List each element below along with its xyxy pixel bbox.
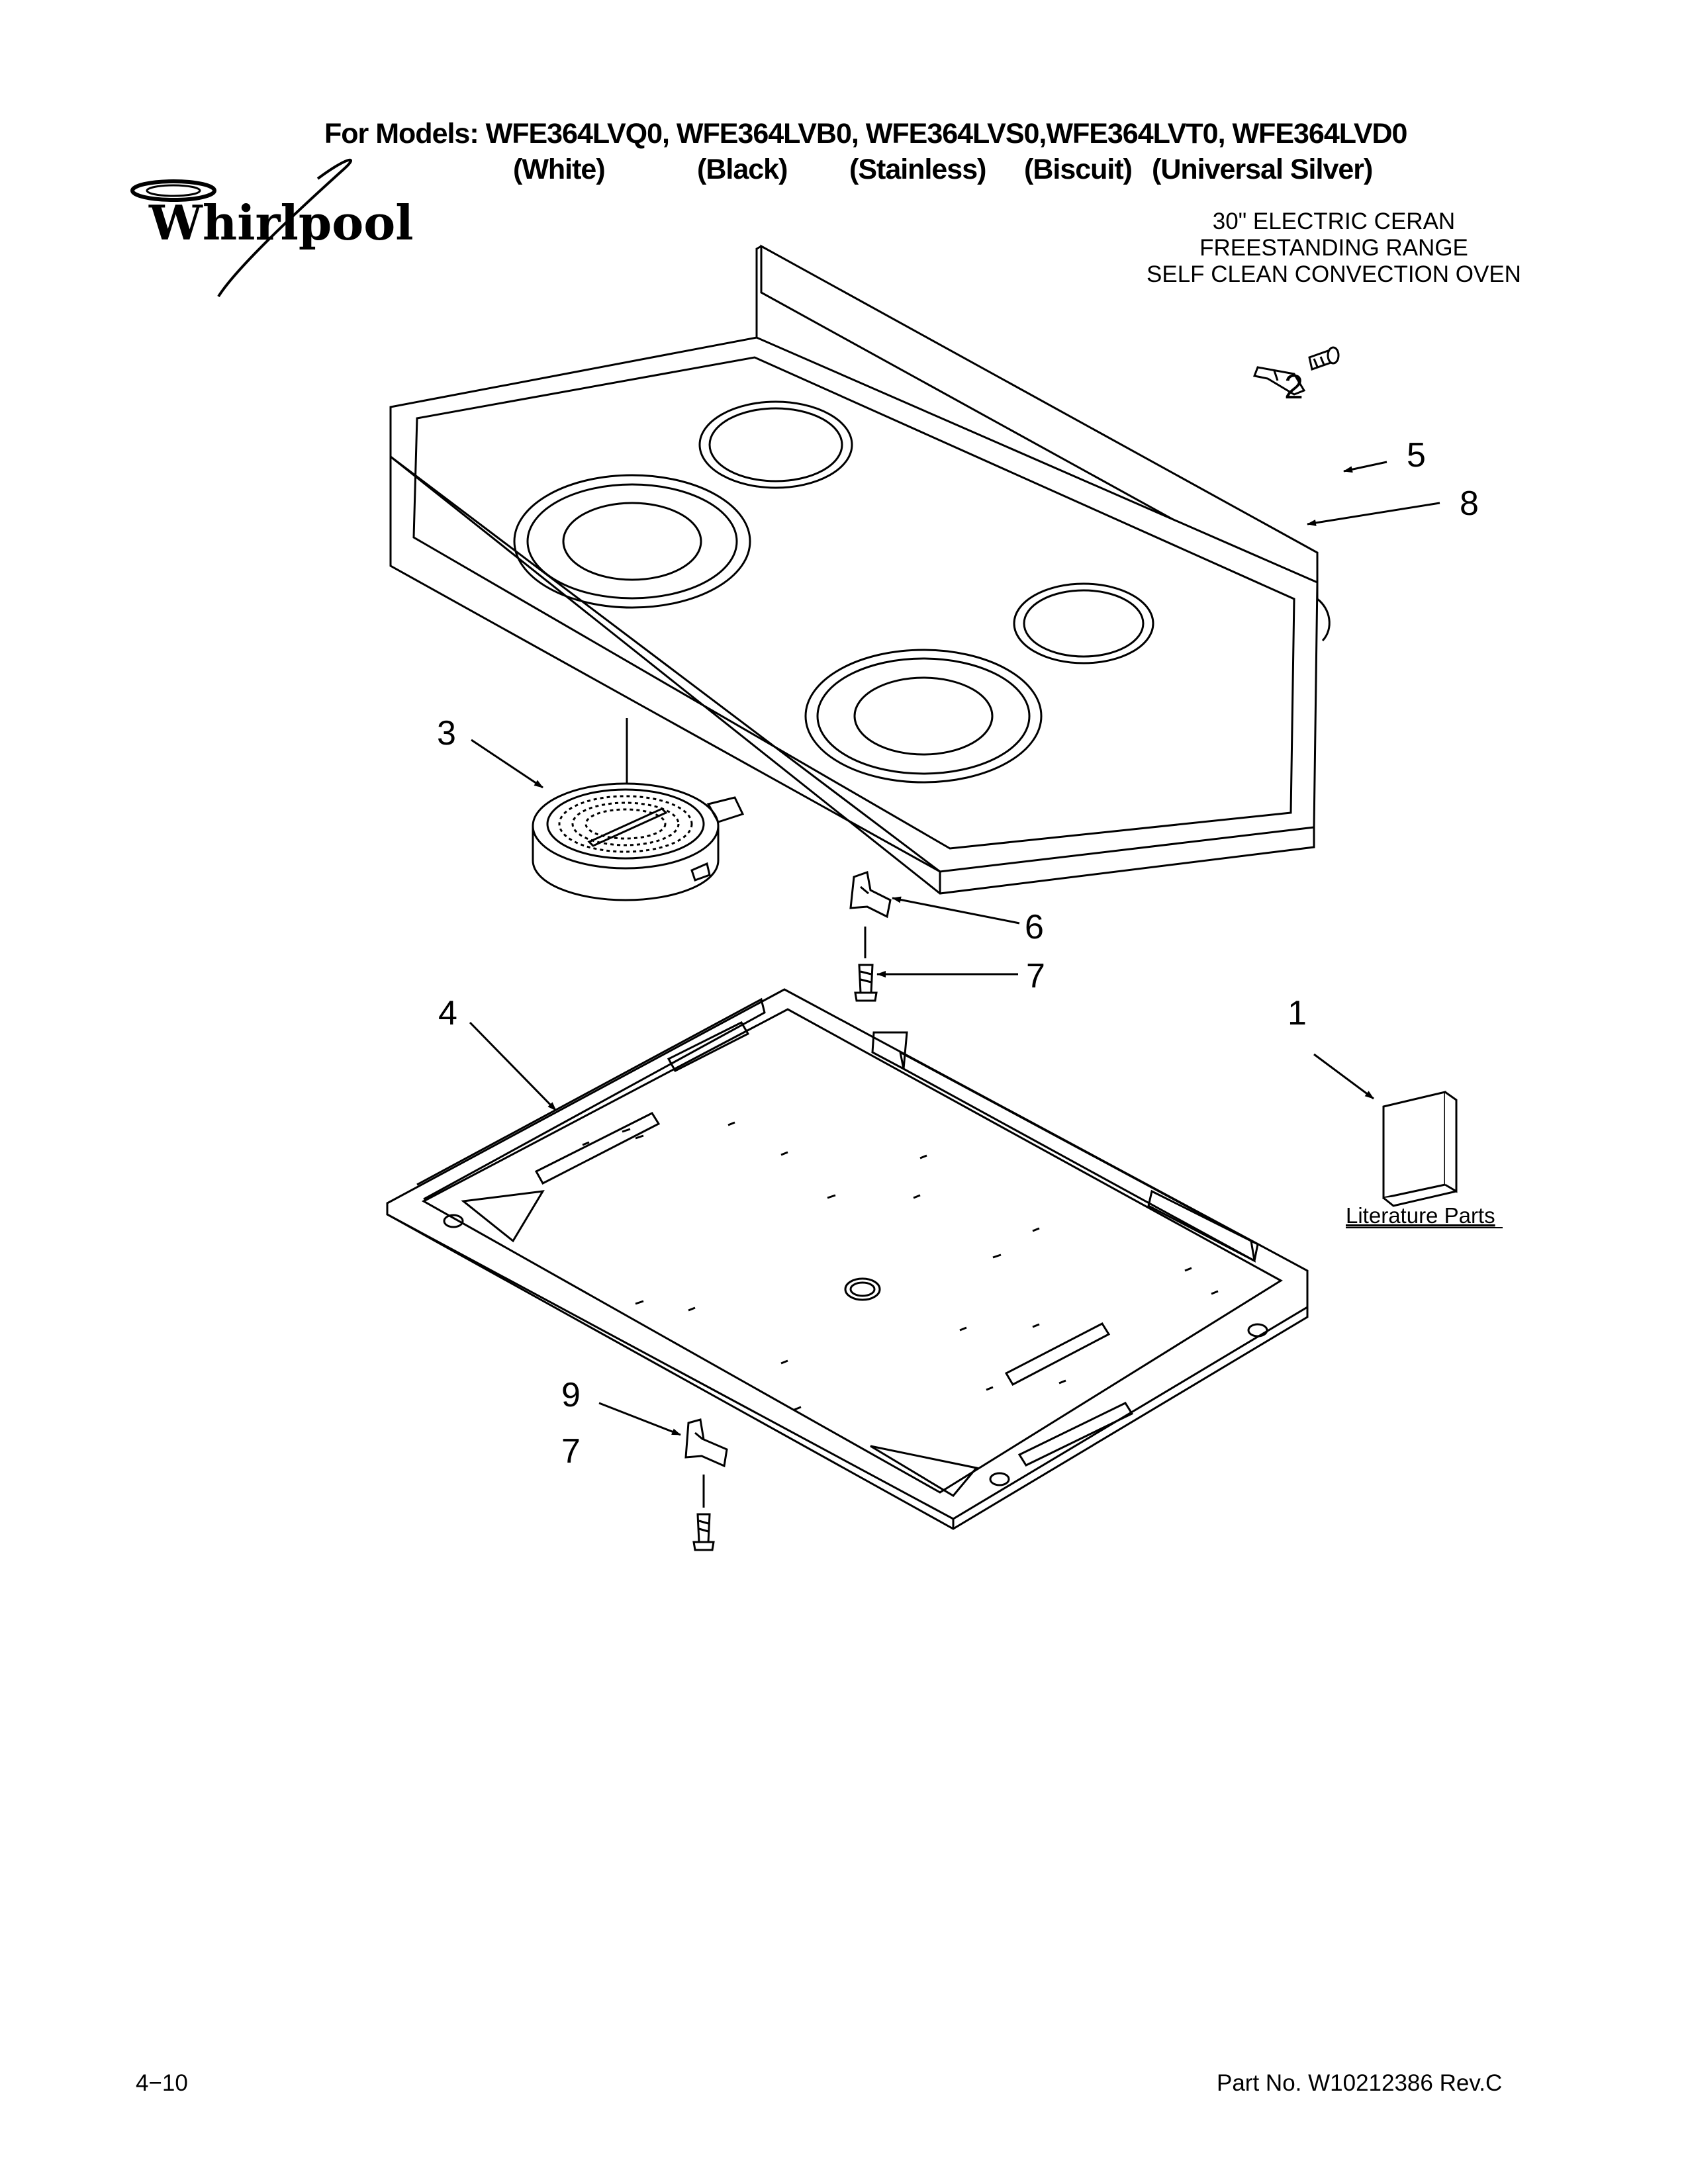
variant-white: (White) bbox=[513, 154, 606, 185]
logo-swirl-icon bbox=[130, 179, 216, 202]
callout-2: 2 bbox=[1284, 368, 1303, 406]
part-number: Part No. W10212386 Rev.C bbox=[1217, 2070, 1503, 2096]
burner-left-front bbox=[513, 474, 751, 609]
page-number: 4−10 bbox=[136, 2070, 188, 2096]
callout-1: 1 bbox=[1288, 994, 1307, 1032]
bracket-8 bbox=[1252, 366, 1306, 396]
literature-parts-label: Literature Parts bbox=[1346, 1203, 1495, 1228]
logo-wordmark: Whirlpool bbox=[148, 195, 414, 251]
variant-universal-silver: (Universal Silver) bbox=[1152, 154, 1373, 185]
clip-9 bbox=[684, 1418, 728, 1468]
callout-3: 3 bbox=[437, 714, 456, 752]
visible-leaders bbox=[469, 461, 1440, 1436]
leader-line-8 bbox=[1307, 502, 1440, 526]
screw-7-upper bbox=[854, 927, 878, 1002]
screw-5 bbox=[1308, 346, 1340, 371]
leader-line-9 bbox=[598, 1402, 681, 1436]
models-line: For Models: WFE364LVQ0, WFE364LVB0, WFE3… bbox=[324, 118, 1407, 150]
leader-line-3 bbox=[471, 739, 543, 789]
clip-6 bbox=[849, 871, 892, 919]
screw-7-lower bbox=[692, 1475, 715, 1551]
callout-4: 4 bbox=[438, 994, 457, 1032]
burner-right-rear bbox=[1013, 582, 1154, 664]
variant-stainless: (Stainless) bbox=[849, 154, 986, 185]
callout-9: 9 bbox=[561, 1376, 581, 1414]
description-line: FREESTANDING RANGE bbox=[1199, 235, 1468, 261]
literature-parts bbox=[1382, 1091, 1458, 1207]
callout-7-upper: 7 bbox=[1026, 957, 1045, 995]
leader-line-5 bbox=[1343, 461, 1387, 473]
whirlpool-logo: Whirlpool bbox=[130, 158, 414, 298]
burner-left-rear bbox=[698, 400, 853, 489]
main-top-panel bbox=[386, 988, 1309, 1530]
callout-5: 5 bbox=[1407, 436, 1426, 475]
leader-line-4 bbox=[469, 1021, 557, 1112]
leader-line-6 bbox=[892, 896, 1020, 925]
leader-line-1 bbox=[1313, 1053, 1374, 1100]
variant-black: (Black) bbox=[697, 154, 788, 185]
callout-6: 6 bbox=[1025, 908, 1044, 946]
burner-right-front bbox=[804, 649, 1043, 784]
cooktop-glass bbox=[389, 244, 1331, 895]
callout-7-lower: 7 bbox=[561, 1432, 581, 1471]
radiant-element bbox=[532, 718, 745, 901]
description-line: SELF CLEAN CONVECTION OVEN bbox=[1147, 261, 1521, 287]
description-line: 30" ELECTRIC CERAN bbox=[1212, 208, 1456, 234]
product-description: 30" ELECTRIC CERAN FREESTANDING RANGE SE… bbox=[1125, 208, 1542, 288]
variant-biscuit: (Biscuit) bbox=[1024, 154, 1133, 185]
callout-8: 8 bbox=[1460, 484, 1479, 523]
